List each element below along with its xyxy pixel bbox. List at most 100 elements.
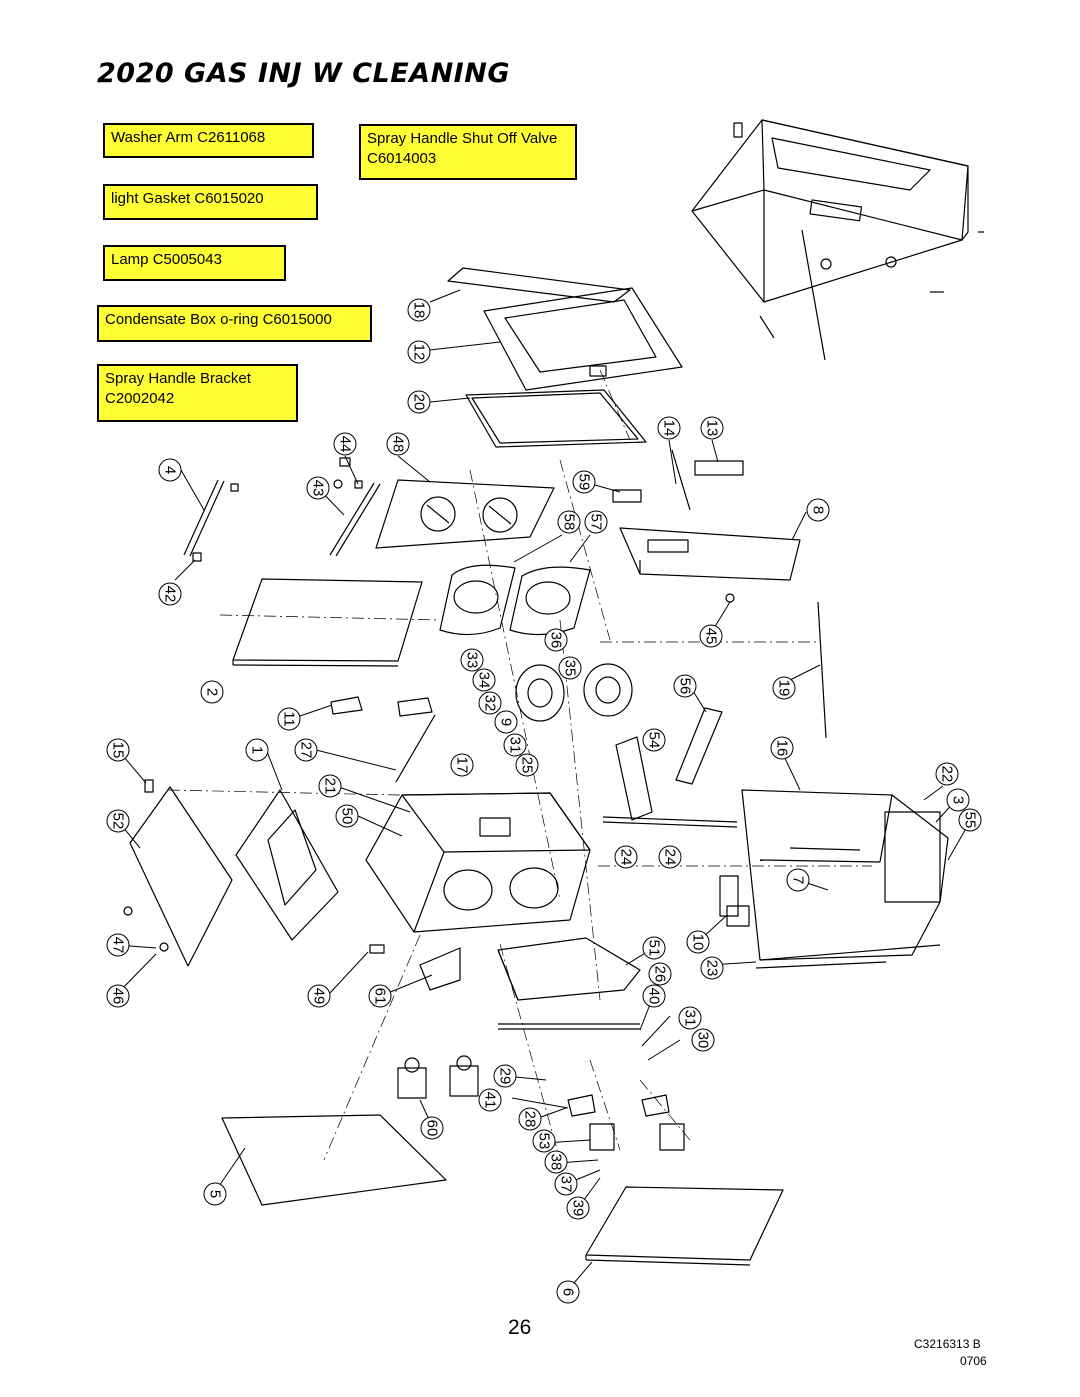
callout-7: 59	[572, 470, 596, 494]
callout-circle	[691, 1028, 715, 1052]
callout-24: 9	[494, 710, 518, 734]
electrical-box-part	[497, 937, 641, 1001]
callout-21: 56	[673, 674, 697, 698]
callout-circle	[554, 1172, 578, 1196]
callout-circle	[407, 390, 431, 414]
callout-58: 38	[544, 1150, 568, 1174]
callout-label: 58	[561, 514, 578, 531]
callout-label: 37	[558, 1176, 575, 1193]
callout-circle	[503, 733, 527, 757]
callout-29: 27	[294, 738, 318, 762]
callout-label: 24	[662, 849, 679, 866]
callout-2: 20	[407, 390, 431, 414]
callout-label: 21	[322, 778, 339, 795]
callout-circle	[407, 298, 431, 322]
callout-27: 15	[106, 738, 130, 762]
callout-circle	[472, 668, 496, 692]
small-hardware-parts	[123, 449, 744, 954]
frame-part	[741, 789, 949, 961]
callout-label: 25	[519, 757, 536, 774]
callout-12: 8	[806, 498, 830, 522]
callout-circle	[657, 416, 681, 440]
callout-5: 4	[158, 458, 182, 482]
callout-47: 46	[106, 984, 130, 1008]
side-panel-left-part	[129, 786, 233, 967]
callout-label: 6	[560, 1288, 577, 1296]
callout-label: 23	[704, 960, 721, 977]
note-spray-valve-line2: C6014003	[367, 150, 437, 167]
callout-circle	[245, 738, 269, 762]
callout-circle	[532, 1129, 556, 1153]
note-spray-valve: Spray Handle Shut Off Valve C6014003	[359, 124, 577, 180]
callout-57: 53	[532, 1129, 556, 1153]
note-spray-bracket-line1: Spray Handle Bracket	[105, 370, 251, 387]
fan-cover-part	[375, 479, 555, 549]
callout-label: 49	[311, 988, 328, 1005]
oven-cavity-part	[365, 792, 591, 933]
heat-exchanger-parts	[439, 564, 591, 636]
callout-circle	[518, 1107, 542, 1131]
callout-label: 30	[695, 1032, 712, 1049]
callout-label: 59	[576, 474, 593, 491]
callout-circle	[673, 674, 697, 698]
callout-label: 56	[677, 678, 694, 695]
callout-60: 39	[566, 1196, 590, 1220]
callout-circle	[335, 804, 359, 828]
rod-parts	[755, 601, 887, 969]
callout-circle	[106, 738, 130, 762]
callout-circle	[686, 930, 710, 954]
note-washer-arm-text: Washer Arm C2611068	[111, 129, 266, 146]
date-code: 0706	[960, 1354, 987, 1368]
callout-label: 2	[204, 688, 221, 696]
door-gasket-part	[465, 389, 647, 448]
callout-4: 48	[386, 432, 410, 456]
door-part	[447, 267, 683, 391]
callout-49: 61	[368, 984, 392, 1008]
motor-parts	[589, 1123, 685, 1151]
callout-3: 44	[333, 432, 357, 456]
callout-circle	[946, 788, 970, 812]
callout-59: 37	[554, 1172, 578, 1196]
callout-circle	[614, 845, 638, 869]
callout-label: 46	[110, 988, 127, 1005]
callout-label: 51	[646, 940, 663, 957]
callout-circle	[557, 510, 581, 534]
callout-label: 11	[281, 711, 298, 727]
cover-plate-parts	[615, 707, 723, 821]
note-condensate-text: Condensate Box o-ring C6015000	[105, 311, 332, 328]
callout-50: 40	[642, 984, 666, 1008]
callout-circle	[494, 710, 518, 734]
callout-52: 30	[691, 1028, 715, 1052]
rail-24-parts	[602, 816, 738, 828]
callout-31: 25	[515, 753, 539, 777]
callout-56: 28	[518, 1107, 542, 1131]
callout-circle	[478, 1088, 502, 1112]
callout-40: 24	[658, 845, 682, 869]
callout-circle	[106, 933, 130, 957]
callout-61: 5	[203, 1182, 227, 1206]
callout-circle	[572, 470, 596, 494]
bracket-parts	[330, 696, 436, 783]
callout-circle	[277, 707, 301, 731]
callout-circle	[566, 1196, 590, 1220]
note-lamp-text: Lamp C5005043	[111, 251, 222, 268]
callout-label: 42	[162, 586, 179, 603]
callout-label: 52	[110, 813, 127, 830]
callout-circle	[318, 774, 342, 798]
callout-label: 9	[498, 718, 515, 726]
callout-circle	[678, 1006, 702, 1030]
note-lamp: Lamp C5005043	[103, 245, 286, 281]
callout-45: 26	[648, 962, 672, 986]
callout-label: 33	[464, 652, 481, 669]
callout-label: 10	[690, 934, 707, 951]
callout-label: 38	[548, 1154, 565, 1171]
callout-label: 39	[570, 1200, 587, 1217]
callout-circle	[544, 1150, 568, 1174]
callout-label: 3	[950, 796, 967, 804]
callout-label: 4	[162, 466, 179, 474]
callout-10: 58	[557, 510, 581, 534]
callout-circle	[407, 340, 431, 364]
callout-label: 18	[411, 302, 428, 319]
